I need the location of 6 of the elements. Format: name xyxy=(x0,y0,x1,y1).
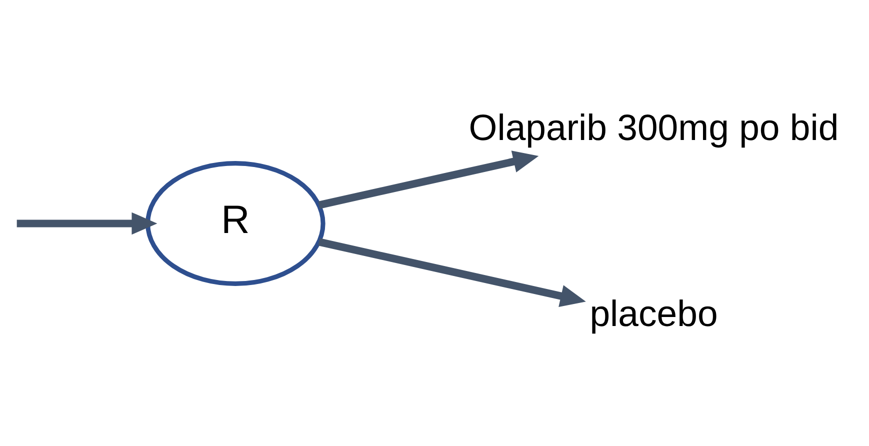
node-text: placebo xyxy=(590,292,718,334)
arrow xyxy=(318,150,539,208)
node-text: Olaparib 300mg po bid xyxy=(468,106,839,148)
node-ellipse: R xyxy=(145,160,326,286)
arrow xyxy=(318,238,586,306)
arrow xyxy=(16,212,158,234)
